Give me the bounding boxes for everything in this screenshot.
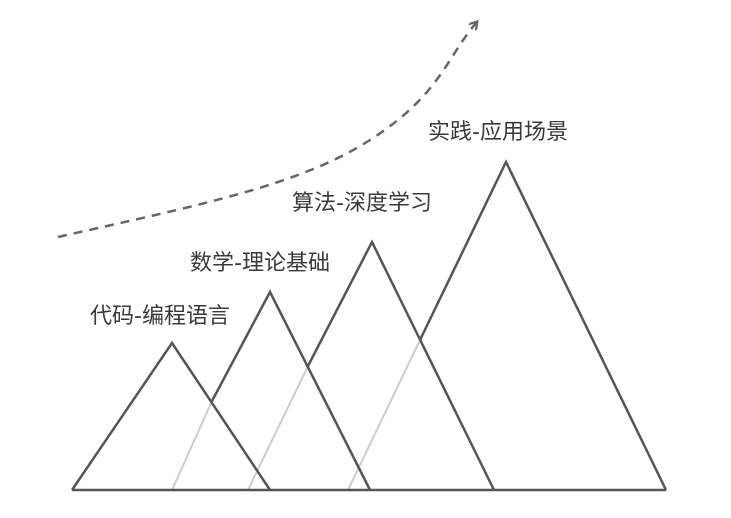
trend-arrow (57, 23, 476, 239)
mountain-3 (306, 239, 496, 491)
mountain-1 (70, 340, 272, 491)
mountain-4 (418, 159, 668, 491)
level-4-label: 实践-应用场景 (428, 120, 568, 145)
hidden-edges (171, 339, 421, 491)
level-1-label: 代码-编程语言 (90, 304, 230, 329)
level-3-label: 算法-深度学习 (292, 191, 432, 216)
mountain-2 (210, 289, 372, 491)
level-2-label: 数学-理论基础 (190, 251, 330, 276)
